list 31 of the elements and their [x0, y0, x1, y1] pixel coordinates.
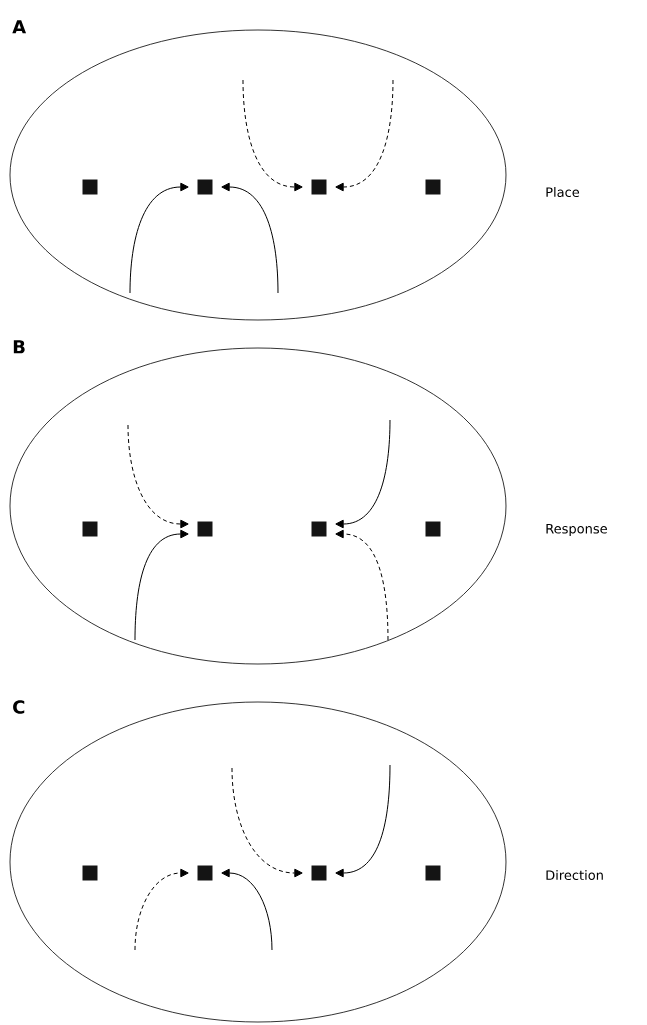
arrow [134, 529, 189, 641]
arrow [221, 868, 273, 951]
square-marker [311, 865, 327, 881]
panel-label: Place [546, 186, 580, 198]
arrow [221, 182, 279, 294]
square-marker [82, 521, 98, 537]
square-marker [311, 521, 327, 537]
arrow [242, 79, 303, 192]
ellipse [9, 701, 507, 1023]
square-marker [311, 179, 327, 195]
panel-letter: B [13, 340, 25, 354]
square-marker [197, 179, 213, 195]
panel-letter: A [12, 20, 27, 34]
square-marker [425, 521, 441, 537]
panel-label: Direction [546, 869, 603, 881]
arrow [127, 424, 189, 529]
arrow [335, 79, 394, 192]
square-marker [425, 179, 441, 195]
arrow [335, 529, 389, 641]
panel-label: Response [546, 523, 607, 537]
arrow [335, 764, 391, 878]
arrow [134, 868, 189, 951]
arrow [129, 182, 189, 294]
arrow [335, 419, 391, 529]
arrow [231, 767, 303, 878]
square-marker [197, 865, 213, 881]
square-marker [82, 865, 98, 881]
square-marker [82, 179, 98, 195]
panel-letter: C [13, 700, 25, 714]
square-marker [197, 521, 213, 537]
square-marker [425, 865, 441, 881]
